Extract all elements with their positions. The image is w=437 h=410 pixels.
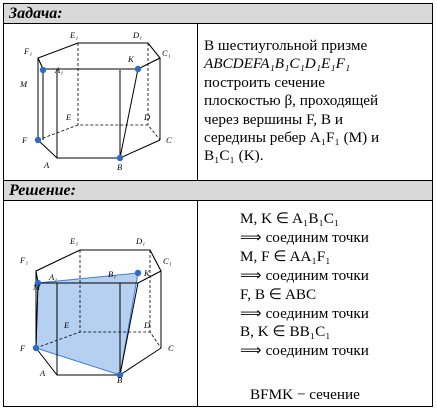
sol-label-d: D: [143, 320, 151, 330]
solution-line-8: ⟹ соединим точки: [240, 342, 369, 360]
solution-header-row: Решение:: [4, 181, 432, 201]
sol-label-k: K: [143, 268, 151, 278]
solution-header: Решение:: [9, 182, 76, 199]
solution-line-4: ⟹ соединим точки: [240, 266, 369, 284]
label-c1: C₁: [162, 48, 171, 58]
label-b: B: [117, 162, 122, 172]
label-c: C: [166, 135, 172, 145]
task-line-3: построить сечение: [204, 73, 326, 91]
task-line-6: середины ребер A₁F₁ (M) и: [204, 129, 380, 147]
point-f-top: [34, 136, 42, 144]
solution-line-6: ⟹ соединим точки: [240, 304, 369, 322]
column-divider-top: [197, 24, 198, 180]
sol-label-f1: F₁: [19, 255, 28, 265]
row-divider: [4, 180, 432, 181]
point-m-top: [39, 66, 47, 74]
solution-line-7: B, K ∈ BB₁C₁: [240, 323, 331, 341]
sol-label-m: M: [32, 282, 41, 292]
solution-line-5: F, B ∈ ABC: [240, 285, 317, 303]
label-k: K: [127, 54, 135, 64]
label-a: A: [43, 160, 50, 170]
label-f: F: [21, 135, 28, 145]
label-d: D: [143, 112, 151, 122]
column-divider-bottom: [197, 201, 198, 407]
sol-label-a: A: [39, 368, 46, 378]
sol-label-e1: E₁: [69, 236, 78, 246]
solution-final: BFMK − сечение: [250, 386, 360, 403]
label-d1: D₁: [132, 30, 142, 40]
task-line-2: ABCDEFA₁B₁C₁D₁E₁F₁: [204, 55, 351, 73]
task-header-row: Задача:: [4, 4, 432, 24]
task-line-4: плоскостью β, проходящей: [204, 92, 379, 110]
sol-label-b: B: [117, 375, 122, 385]
task-line-1: В шестиугольной призме: [204, 37, 368, 54]
solution-line-1: M, K ∈ A₁B₁C₁: [240, 210, 340, 227]
point-m: [34, 279, 42, 287]
point-b-top: [116, 154, 124, 162]
point-k-top: [134, 65, 142, 73]
label-a1: A₁: [54, 65, 63, 75]
label-e1: E₁: [69, 30, 78, 40]
point-b: [116, 371, 124, 379]
sol-label-a1: A₁: [48, 272, 57, 282]
sol-label-c: C: [168, 343, 174, 353]
task-line-7: B₁C₁ (K).: [204, 147, 264, 165]
solution-text: M, K ∈ A₁B₁C₁ ⟹ соединим точки M, F ∈ AA…: [240, 210, 369, 403]
sol-label-b1: B₁: [108, 269, 116, 279]
sol-label-f: F: [19, 343, 26, 353]
task-header: Задача:: [9, 5, 63, 22]
task-table: Задача: Решение:: [3, 3, 433, 407]
point-f: [32, 344, 40, 352]
sol-label-e: E: [63, 320, 70, 330]
point-k: [134, 269, 142, 277]
sol-label-d1: D₁: [135, 236, 145, 246]
label-e: E: [65, 112, 72, 122]
label-m: M: [19, 79, 28, 89]
solution-line-3: M, F ∈ AA₁F₁: [240, 247, 331, 265]
label-f1: F₁: [23, 46, 32, 56]
sol-label-c1: C₁: [163, 256, 172, 266]
solution-line-2: ⟹ соединим точки: [240, 228, 369, 246]
task-line-5: через вершины F, B и: [204, 110, 343, 128]
task-text: В шестиугольной призме ABCDEFA₁B₁C₁D₁E₁F…: [204, 37, 426, 166]
